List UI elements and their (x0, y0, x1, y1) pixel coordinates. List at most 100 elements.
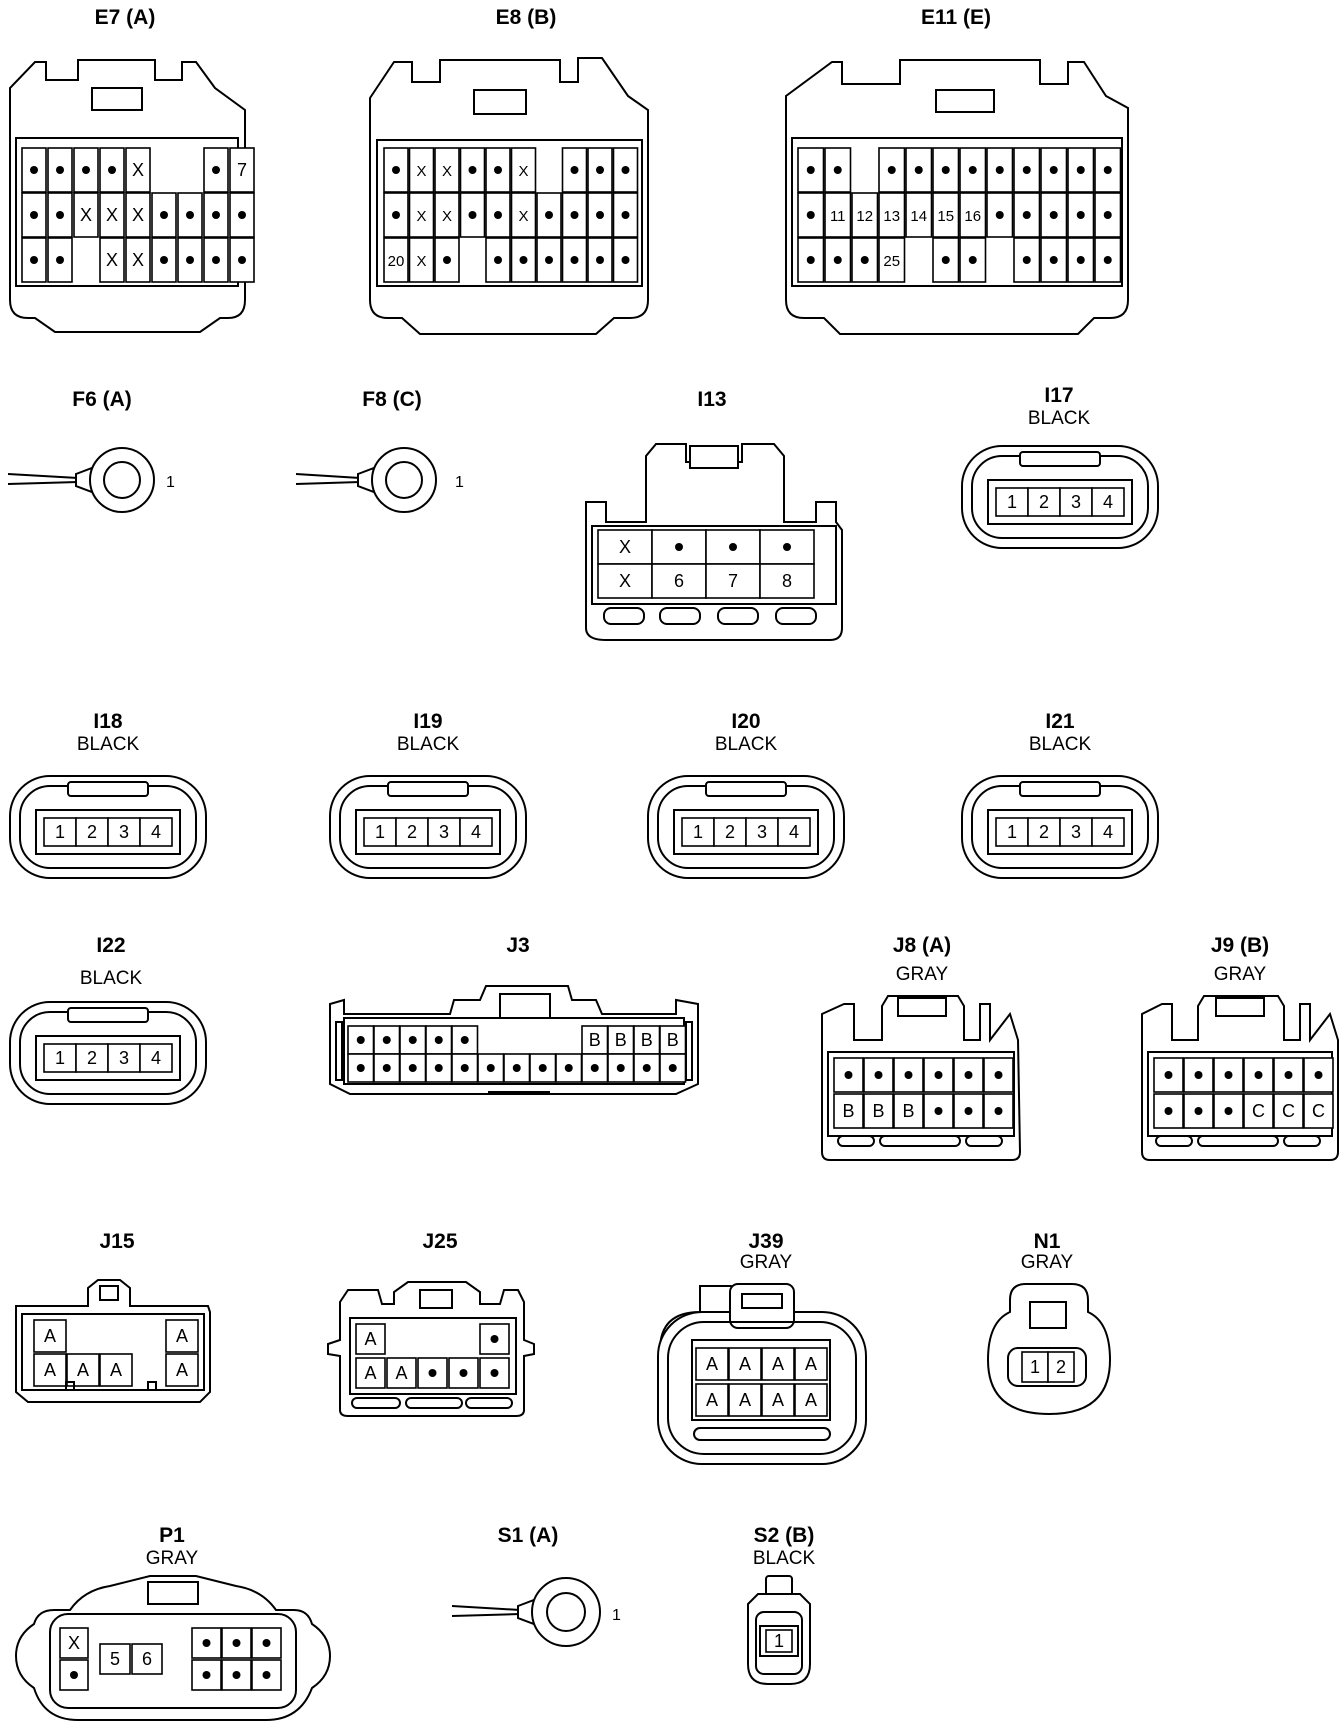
connector-j25-lock-tab (405, 1397, 463, 1409)
connector-f8-wire (295, 473, 361, 479)
connector-e11-pin-cavity (932, 192, 960, 238)
connector-j3-latch (499, 993, 551, 1019)
connector-j15-face (21, 1313, 205, 1391)
connector-n1-latch (1029, 1301, 1067, 1329)
connector-e8-face (376, 139, 643, 287)
connector-i19-pin-label: 1 (375, 822, 385, 842)
connector-j8-pin-dot (964, 1071, 973, 1079)
connector-j9-lock-tab (1197, 1135, 1279, 1147)
connector-e8-pin-cavity (383, 237, 409, 283)
connector-p1-pin-dot (232, 1639, 241, 1647)
connector-e8-pin-dot (494, 256, 502, 264)
connector-i13-pin-dot (729, 543, 737, 551)
connector-i20-name: I20 (731, 710, 760, 733)
connector-j39-pin-cavity (761, 1383, 795, 1417)
connector-e11-name: E11 (E) (921, 6, 991, 29)
connector-i13-pin-dot (783, 543, 791, 551)
connector-j3-pin-dot (356, 1036, 365, 1044)
connector-i21-name: I21 (1045, 710, 1075, 733)
connector-i18-pin-label: 4 (151, 822, 161, 842)
connector-j8-pin-cavity (893, 1057, 924, 1093)
connector-i22-pin-label: 3 (119, 1048, 129, 1068)
connector-f8-ring-hole (385, 461, 423, 499)
connector-i20-pin-cavity (713, 817, 747, 847)
connector-e11-pin-label: 13 (883, 208, 900, 225)
connector-j39-pin-cavity (794, 1347, 828, 1381)
connector-j25-pin-dot (428, 1369, 437, 1377)
connector-j15-pin-cavity (33, 1319, 67, 1353)
connector-e11-face (791, 137, 1123, 287)
connector-e8-pin-label: X (416, 208, 426, 225)
connector-e11-pin-cavity (959, 237, 987, 283)
connector-f8-wire (295, 481, 361, 485)
connector-j8-lock-tab (879, 1135, 961, 1147)
connector-i13-pin-cavity (759, 563, 815, 599)
connector-j8-pin-cavity (893, 1093, 924, 1129)
connector-e7-pin-dot (212, 166, 220, 174)
connector-n1-name: N1 (1034, 1230, 1061, 1253)
connector-e7-pin-label: 7 (237, 160, 247, 180)
connector-j39-pin-label: A (739, 1354, 751, 1374)
connector-j3-pin-dot (408, 1036, 417, 1044)
connector-e11-pin-cavity (1094, 237, 1122, 283)
connector-j39-face (691, 1339, 831, 1421)
connector-e11-pin-cavity (959, 192, 987, 238)
connector-j3-pin-dot (460, 1064, 469, 1072)
connector-e11-pin-dot (941, 166, 950, 174)
connector-j39-inner-shell (667, 1321, 857, 1455)
connector-p1-latch (147, 1581, 199, 1605)
connector-j3-pin-dot (486, 1064, 495, 1072)
connector-i19-pin-cavity (459, 817, 493, 847)
connector-e11-pin-dot (968, 166, 977, 174)
connector-i13-pin-label: X (619, 571, 631, 591)
connector-f6: F6 (A) 1 (7, 388, 175, 513)
connector-j3-pin-dot (616, 1064, 625, 1072)
connector-i17-pin-label: 3 (1071, 492, 1081, 512)
connector-e8-pin-dot (596, 166, 604, 174)
connector-i22-pin-label: 4 (151, 1048, 161, 1068)
connector-j3-pin-label: B (641, 1030, 653, 1050)
connector-e8-pin-cavity (408, 192, 435, 238)
connector-n1-pin-label: 2 (1056, 1357, 1066, 1377)
connector-e11-pin-dot (995, 211, 1004, 219)
connector-e11-pin-dot (1049, 256, 1058, 264)
connector-i21-pin-cavity (1091, 817, 1125, 847)
connector-j39-pin-cavity (794, 1383, 828, 1417)
connector-e11-pin-dot (914, 166, 923, 174)
connector-p1-color: GRAY (146, 1548, 199, 1569)
connector-p1-face (49, 1613, 297, 1709)
connector-j25-pin-cavity (355, 1357, 386, 1389)
connector-p1-pin-dot (202, 1639, 211, 1647)
connector-j15-pin-label: A (44, 1360, 56, 1380)
connector-e7-pin-dot (160, 211, 168, 219)
connector-e11-pin-dot (995, 166, 1004, 174)
connector-j9-latch (1215, 997, 1265, 1017)
connector-j9-pin-cavity (1243, 1093, 1274, 1129)
connector-e8-pin-dot (468, 211, 477, 219)
connector-j8-pin-dot (994, 1071, 1003, 1079)
connector-j25-name: J25 (422, 1230, 457, 1253)
connector-e7-pin-dot (82, 166, 90, 174)
connector-j3-pin-cavity (529, 1053, 557, 1083)
connector-e11-pin-label: 14 (910, 208, 927, 225)
connector-i20-pin-label: 2 (725, 822, 735, 842)
connector-i22-pin-label: 2 (87, 1048, 97, 1068)
connector-j25-pin-cavity (355, 1323, 386, 1355)
connector-j39-pin-cavity (728, 1383, 762, 1417)
connector-i18-pin-cavity (139, 817, 173, 847)
connector-j8-latch (897, 997, 947, 1017)
connector-j39-name: J39 (748, 1230, 783, 1253)
connector-f8-name: F8 (C) (362, 388, 422, 411)
